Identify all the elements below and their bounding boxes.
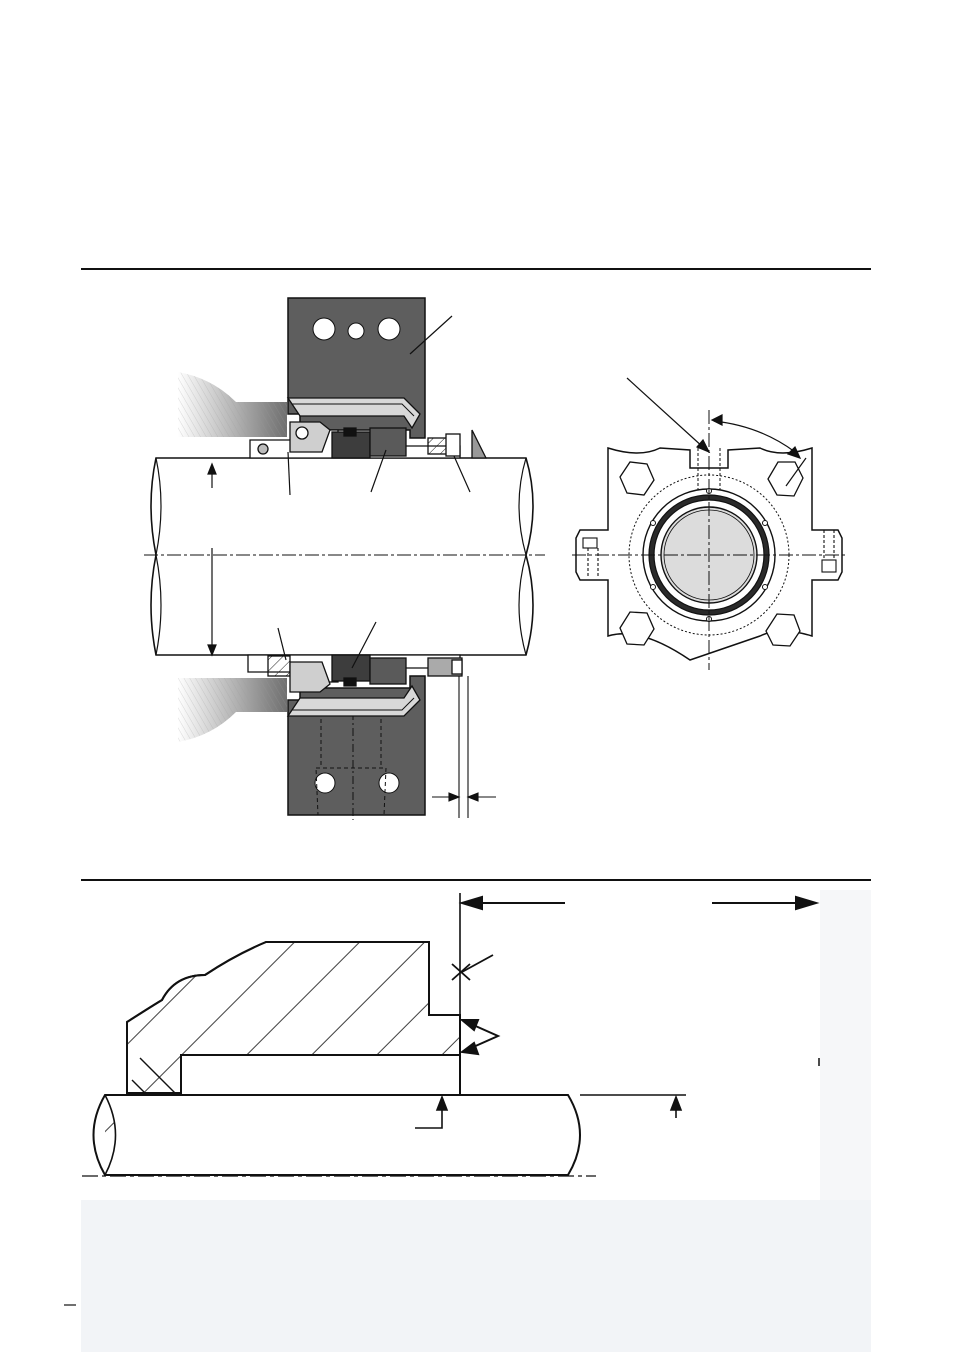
stationary-ring-lower — [369, 657, 407, 685]
setting-gap-dimension — [432, 676, 496, 818]
end-view-leaders — [626, 377, 807, 487]
installation-shaft — [92, 1094, 581, 1176]
rotating-seat-lower — [289, 661, 331, 693]
shaft — [150, 457, 534, 656]
drive-pin-hole-upper — [295, 426, 309, 440]
stationary-ring-upper — [369, 427, 407, 457]
hex-nut-top-left — [619, 461, 655, 496]
set-screw-upper — [257, 443, 269, 455]
gland-bolt-hole-1 — [312, 317, 336, 341]
shaft-diameter-dimension — [207, 462, 217, 657]
middle-divider-line — [81, 879, 871, 881]
spring-upper — [427, 437, 449, 455]
spring-lower — [267, 655, 291, 677]
ring-screw-holes — [650, 488, 768, 622]
length-dimension — [458, 895, 820, 911]
gland-bolt-hole-2 — [347, 322, 365, 340]
chamfer-leader — [459, 1019, 501, 1056]
bore-recess — [180, 1054, 461, 1096]
seal-assembly-upper — [249, 397, 488, 459]
rotating-seat-upper — [289, 421, 331, 453]
oring-lower — [343, 677, 357, 687]
top-divider-line — [81, 268, 871, 270]
hex-nut-bottom-left — [619, 611, 655, 646]
hex-nut-top-right — [767, 461, 804, 497]
pump-housing-wall-lower — [178, 678, 287, 742]
side-lugs — [582, 530, 837, 578]
gland-bolt-hole-4 — [314, 772, 336, 794]
lower-panel-background — [81, 1200, 871, 1352]
gland-bolt-hole-5 — [378, 772, 400, 794]
installation-dimension-drawing — [64, 890, 871, 1352]
hex-nut-bottom-right — [765, 613, 801, 647]
seal-end-view — [572, 377, 848, 670]
perpendicularity-mark — [451, 954, 494, 981]
cover-shell-upper — [286, 397, 421, 430]
housing-inner-hatch — [131, 1057, 176, 1094]
lock-clip-upper — [471, 429, 488, 459]
gland-bolt-hole-3 — [377, 317, 401, 341]
oring-upper — [343, 427, 357, 437]
seal-face-lower — [331, 654, 371, 682]
seal-cross-section — [144, 297, 545, 820]
seal-assembly-lower — [247, 654, 463, 717]
cover-shell-lower — [286, 684, 421, 717]
pump-housing-wall-upper — [178, 372, 287, 437]
leader-lines-section — [277, 315, 471, 669]
diameter-arrows-installation — [415, 1094, 686, 1129]
flush-port-hidden-lines — [315, 712, 387, 820]
flush-port-end-view — [697, 448, 721, 490]
